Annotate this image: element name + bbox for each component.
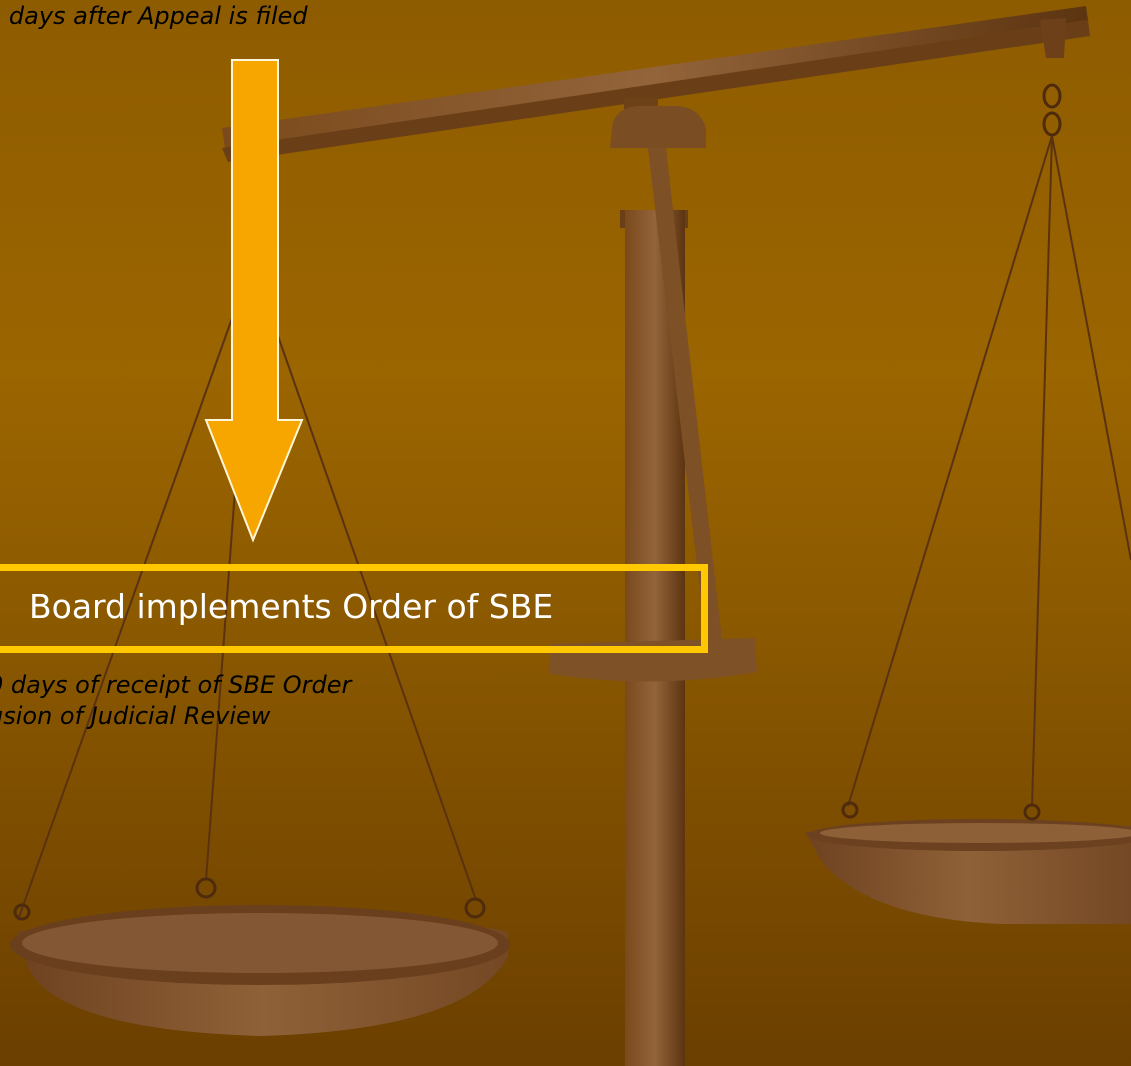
order-box: Board implements Order of SBE <box>0 564 708 653</box>
scale-beam <box>222 6 1090 162</box>
right-pan <box>805 135 1131 924</box>
bottom-caption: 0 days of receipt of SBE Order usion of J… <box>0 670 351 732</box>
order-box-label: Board implements Order of SBE <box>29 587 554 626</box>
left-pan <box>10 261 510 1036</box>
top-caption: 0 days after Appeal is filed <box>0 2 308 30</box>
bottom-caption-line-1: 0 days of receipt of SBE Order <box>0 671 352 699</box>
down-arrow-icon <box>204 59 304 543</box>
bottom-caption-line-2: usion of Judicial Review <box>0 702 271 730</box>
scale-post <box>550 98 757 1066</box>
right-hanger <box>1042 83 1062 137</box>
